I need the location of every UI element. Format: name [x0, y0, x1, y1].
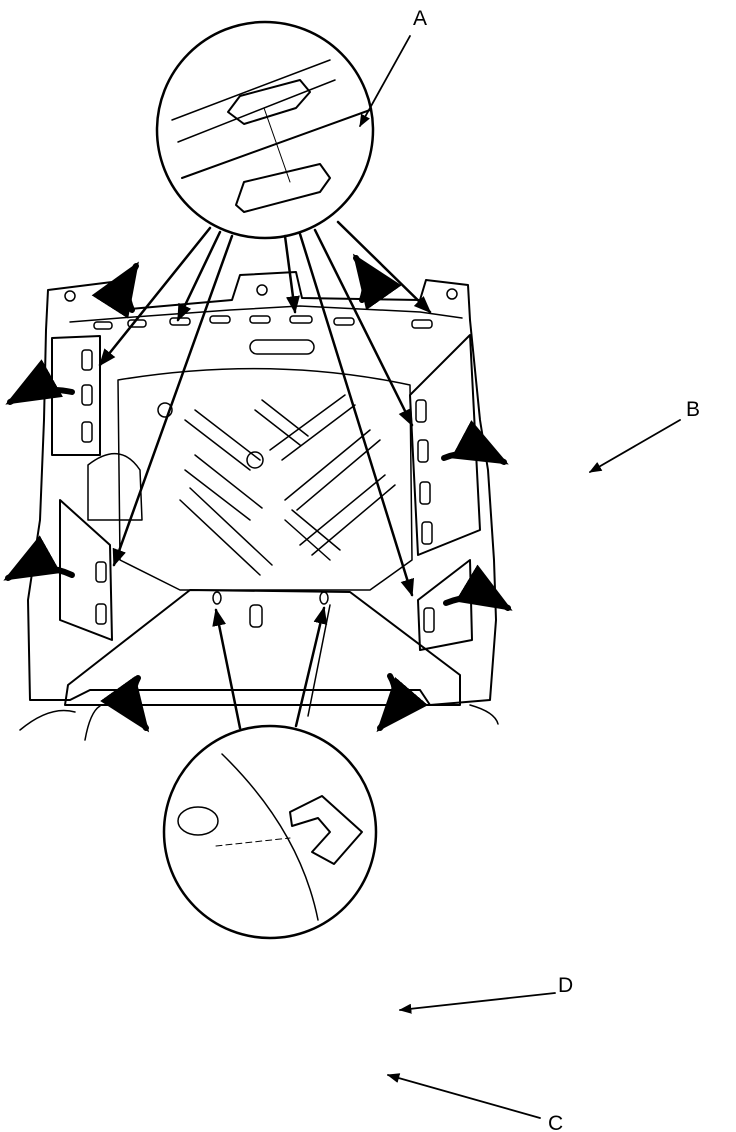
mount-hole-left — [64, 290, 76, 302]
callout-b-label: B — [686, 398, 700, 421]
left-side-flap — [51, 335, 143, 641]
callout-a: A — [359, 7, 427, 128]
seat-frame — [27, 271, 497, 706]
mount-hole-right — [446, 288, 458, 300]
detail-circle-a — [155, 20, 375, 240]
callout-b: B — [588, 398, 700, 473]
mount-hole-center — [256, 284, 268, 296]
hook-leader-arrows — [212, 604, 331, 730]
rear-slots — [93, 315, 433, 330]
clip-leader-arrows — [98, 220, 432, 597]
callout-c: C — [386, 1073, 563, 1132]
callout-d: D — [398, 974, 573, 1014]
center-opening — [249, 339, 315, 355]
callout-c-label: C — [548, 1112, 563, 1132]
callout-a-label: A — [413, 7, 427, 30]
right-side-flap — [409, 334, 481, 651]
front-skirt-panel — [19, 589, 499, 741]
callout-d-label: D — [558, 974, 573, 997]
removal-direction-arrows — [3, 253, 513, 733]
detail-circle-hook — [162, 724, 378, 940]
spring-channels — [157, 394, 396, 576]
